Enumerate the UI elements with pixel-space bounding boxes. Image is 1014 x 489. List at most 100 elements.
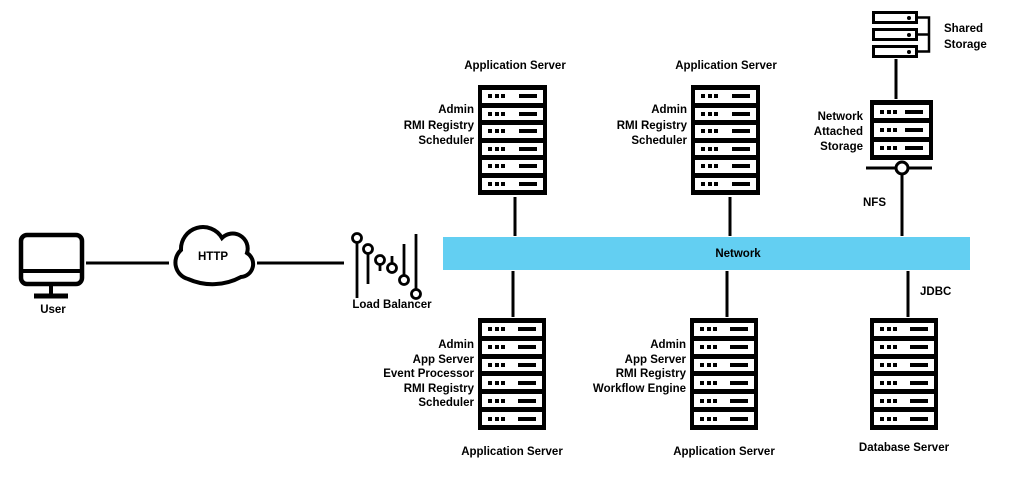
appserver-bottommiddle-title: Application Server [673, 446, 775, 458]
disk-dot-icon [907, 49, 911, 54]
disk-dot-icon [907, 32, 911, 37]
nas-rack [870, 100, 933, 160]
slot-dots-icon [488, 111, 505, 116]
slot-dots-icon [700, 363, 717, 368]
slot-bar-icon [730, 398, 748, 403]
rack-slot [694, 412, 754, 425]
slot-bar-icon [519, 94, 537, 99]
slot-bar-icon [730, 380, 748, 385]
appserver-topleft-services: Admin RMI Registry Scheduler [274, 103, 474, 150]
nas-label-line: Attached [813, 126, 863, 138]
slot-dots-icon [701, 181, 718, 186]
slot-bar-icon [910, 363, 928, 368]
nas-label: Network Attached Storage [763, 110, 863, 155]
slot-dots-icon [488, 345, 505, 350]
slot-dots-icon [488, 380, 505, 385]
slot-dots-icon [880, 109, 897, 114]
rack-slot [695, 142, 756, 155]
slot-dots-icon [700, 416, 717, 421]
slot-dots-icon [880, 416, 897, 421]
rack-slot [482, 107, 543, 120]
slot-bar-icon [518, 380, 536, 385]
slot-dots-icon [488, 398, 505, 403]
shared-storage-disk [872, 28, 918, 41]
slot-bar-icon [732, 129, 750, 134]
slot-dots-icon [880, 327, 897, 332]
slot-bar-icon [730, 327, 748, 332]
slot-bar-icon [519, 129, 537, 134]
rack-slot [874, 358, 934, 372]
slot-bar-icon [519, 164, 537, 169]
slot-bar-icon [910, 345, 928, 350]
slot-dots-icon [488, 164, 505, 169]
appserver-bottomleft-services: Admin App Server Event Processor RMI Reg… [274, 338, 474, 411]
slot-dots-icon [701, 146, 718, 151]
network-bar [443, 237, 970, 270]
slot-bar-icon [910, 398, 928, 403]
slot-dots-icon [880, 345, 897, 350]
rack-slot [695, 160, 756, 173]
appserver-topright-rack [691, 85, 760, 195]
service-label: App Server [624, 353, 686, 366]
jdbc-label: JDBC [920, 286, 952, 298]
slot-bar-icon [905, 146, 923, 151]
slot-bar-icon [905, 109, 923, 114]
slot-bar-icon [910, 416, 928, 421]
appserver-bottommiddle-rack [690, 318, 758, 430]
slot-dots-icon [700, 345, 717, 350]
shared-storage-disk [872, 45, 918, 58]
service-label: Admin [651, 104, 687, 116]
slot-bar-icon [732, 94, 750, 99]
slot-bar-icon [910, 380, 928, 385]
service-label: Scheduler [418, 397, 474, 409]
service-label: Admin [438, 339, 474, 351]
rack-slot [482, 177, 543, 190]
database-server-rack [870, 318, 938, 430]
disk-dot-icon [907, 15, 911, 20]
slot-dots-icon [700, 398, 717, 403]
slot-bar-icon [732, 181, 750, 186]
slot-dots-icon [700, 327, 717, 332]
rack-slot [694, 358, 754, 372]
http-label: HTTP [197, 251, 229, 263]
slot-dots-icon [700, 380, 717, 385]
slot-bar-icon [518, 363, 536, 368]
slot-dots-icon [701, 164, 718, 169]
service-label: RMI Registry [403, 382, 474, 395]
slot-bar-icon [732, 146, 750, 151]
slot-dots-icon [488, 327, 505, 332]
rack-slot [695, 107, 756, 120]
rack-slot [874, 394, 934, 408]
slot-dots-icon [701, 94, 718, 99]
slot-dots-icon [701, 111, 718, 116]
appserver-topleft-title: Application Server [464, 60, 566, 72]
rack-slot [695, 177, 756, 190]
slot-dots-icon [880, 127, 897, 132]
shared-storage-label-line: Storage [944, 38, 987, 51]
slot-dots-icon [880, 146, 897, 151]
load-balancer-label: Load Balancer [352, 299, 432, 311]
service-label: Admin [438, 104, 474, 116]
rack-slot [874, 123, 929, 137]
rack-slot [695, 90, 756, 103]
rack-slot [482, 376, 542, 390]
shared-storage-label: Shared Storage [944, 22, 987, 53]
slot-bar-icon [518, 345, 536, 350]
rack-slot [874, 105, 929, 119]
rack-slot [482, 394, 542, 408]
rack-slot [874, 412, 934, 425]
appserver-bottomleft-title: Application Server [461, 446, 563, 458]
service-label: RMI Registry [403, 119, 474, 132]
slot-dots-icon [488, 94, 505, 99]
rack-slot [482, 323, 542, 336]
service-label: RMI Registry [616, 119, 687, 132]
shared-storage-label-line: Shared [944, 23, 983, 35]
rack-slot [694, 340, 754, 354]
service-label: Event Processor [383, 368, 474, 380]
user-monitor-icon [18, 232, 85, 299]
slot-bar-icon [905, 127, 923, 132]
nas-label-line: Network [817, 111, 863, 123]
slot-dots-icon [880, 398, 897, 403]
rack-slot [874, 141, 929, 155]
rack-slot [694, 394, 754, 408]
